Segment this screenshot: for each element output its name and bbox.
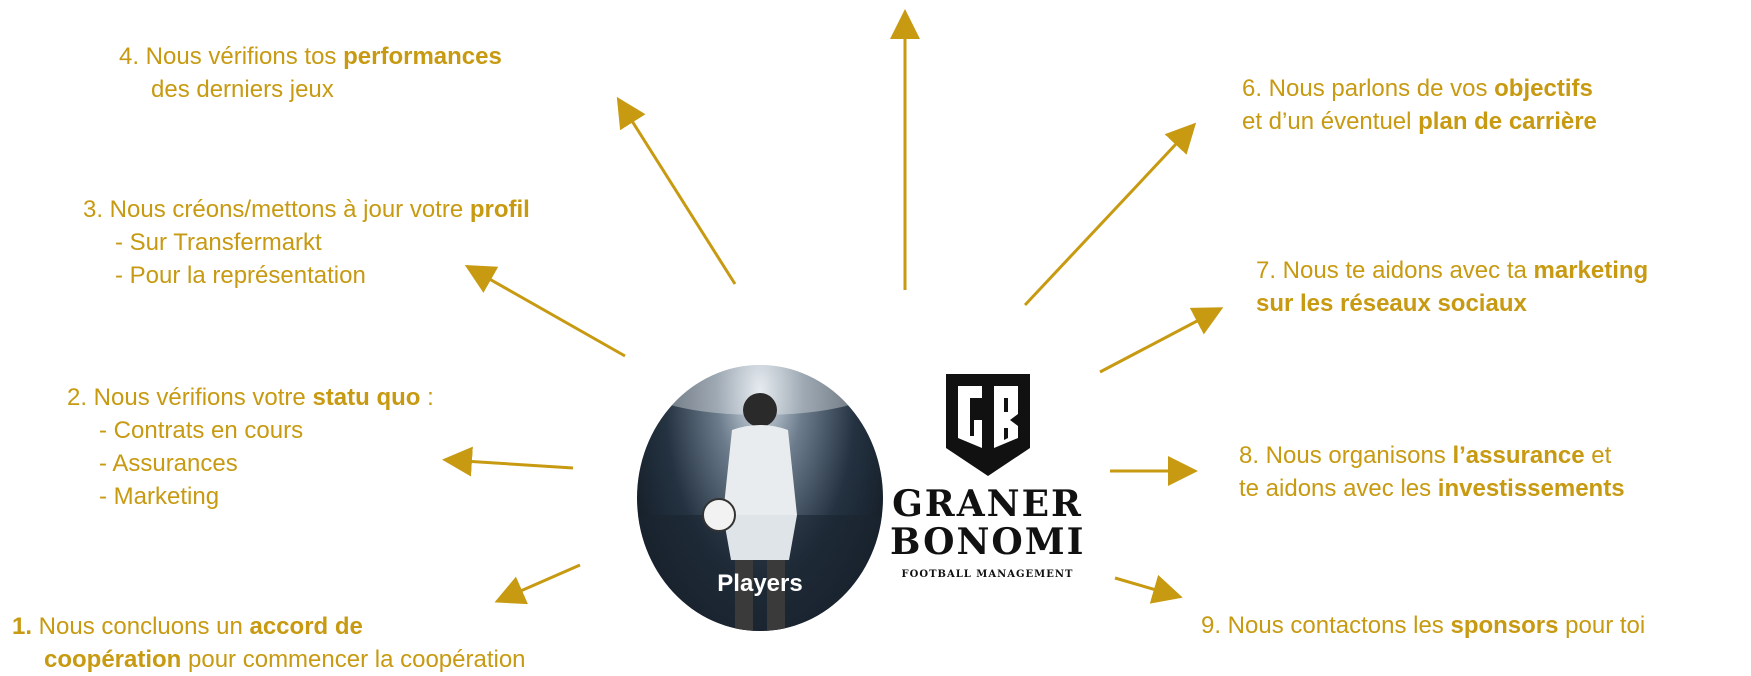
step-8-bold-a: l’assurance (1452, 442, 1585, 469)
brand-name-line-1: GRANER (892, 483, 1083, 525)
step-2-text-a: 2. Nous vérifions votre (67, 384, 313, 411)
step-8-text-b: et (1584, 442, 1612, 469)
step-1: 1. Nous concluons un accord de coopérati… (12, 610, 526, 676)
step-2-text-b: : (420, 384, 434, 411)
step-3-item-1: - Sur Transfermarkt (115, 229, 322, 256)
step-7-bold-b: sur les réseaux sociaux (1256, 290, 1527, 317)
step-7: 7. Nous te aidons avec ta marketing sur … (1256, 254, 1648, 320)
step-9: 9. Nous contactons les sponsors pour toi (1201, 609, 1645, 642)
step-9-bold: sponsors (1450, 612, 1559, 639)
step-8-text-c: te aidons avec les (1239, 475, 1438, 502)
player-image: Players (637, 365, 883, 631)
step-3-text-a: 3. Nous créons/mettons à jour votre (83, 196, 470, 223)
step-3-item-2: - Pour la représentation (115, 262, 366, 289)
step-8-bold-b: investissements (1437, 475, 1625, 502)
step-9-text-b: pour toi (1558, 612, 1646, 639)
step-1-bold-b: coopération (44, 646, 182, 673)
step-4-line-2: des derniers jeux (151, 76, 334, 103)
step-6-text-a: 6. Nous parlons de vos (1242, 75, 1495, 102)
step-8: 8. Nous organisons l’assurance et te aid… (1239, 439, 1625, 505)
brand-name-line-2: BONOMI (890, 521, 1086, 563)
step-6-bold-a: objectifs (1494, 75, 1593, 102)
step-2-item-2: - Assurances (99, 450, 238, 477)
step-1-text-b: pour commencer la coopération (181, 646, 526, 673)
arrow-step-6 (1023, 122, 1197, 307)
step-6: 6. Nous parlons de vos objectifs et d’un… (1242, 72, 1597, 138)
step-3: 3. Nous créons/mettons à jour votre prof… (83, 193, 530, 292)
arrow-step-4 (616, 96, 737, 285)
arrow-step-1 (494, 563, 581, 605)
brand-logo: GRANER BONOMI FOOTBALL MANAGEMENT (890, 370, 1085, 580)
step-2-item-3: - Marketing (99, 483, 220, 510)
player-silhouette (637, 365, 883, 631)
arrow-step-7 (1099, 307, 1224, 374)
step-2-item-1: - Contrats en cours (99, 417, 304, 444)
arrow-step-2 (442, 446, 574, 477)
brand-subtitle: FOOTBALL MANAGEMENT (901, 569, 1074, 580)
step-8-text-a: 8. Nous organisons (1239, 442, 1453, 469)
step-1-bold-a: accord de (249, 613, 363, 640)
step-1-text-a: Nous concluons un (32, 613, 250, 640)
arrow-step-3 (464, 265, 626, 358)
step-4-bold: performances (343, 43, 502, 70)
step-7-bold-a: marketing (1533, 257, 1649, 284)
step-2: 2. Nous vérifions votre statu quo : - Co… (67, 381, 434, 513)
step-6-bold-b: plan de carrière (1418, 108, 1597, 135)
step-6-text-b: et d’un éventuel (1242, 108, 1419, 135)
step-9-text-a: 9. Nous contactons les (1201, 612, 1451, 639)
players-label: Players (717, 570, 803, 597)
arrow-step-9 (1114, 574, 1183, 604)
gb-monogram-icon (945, 374, 1030, 476)
step-1-number: 1. (12, 613, 33, 640)
step-2-bold: statu quo (312, 384, 421, 411)
step-7-text-a: 7. Nous te aidons avec ta (1256, 257, 1534, 284)
step-4: 4. Nous vérifions tos performances des d… (119, 40, 502, 106)
step-4-text-a: 4. Nous vérifions tos (119, 43, 344, 70)
step-3-bold: profil (469, 196, 530, 223)
